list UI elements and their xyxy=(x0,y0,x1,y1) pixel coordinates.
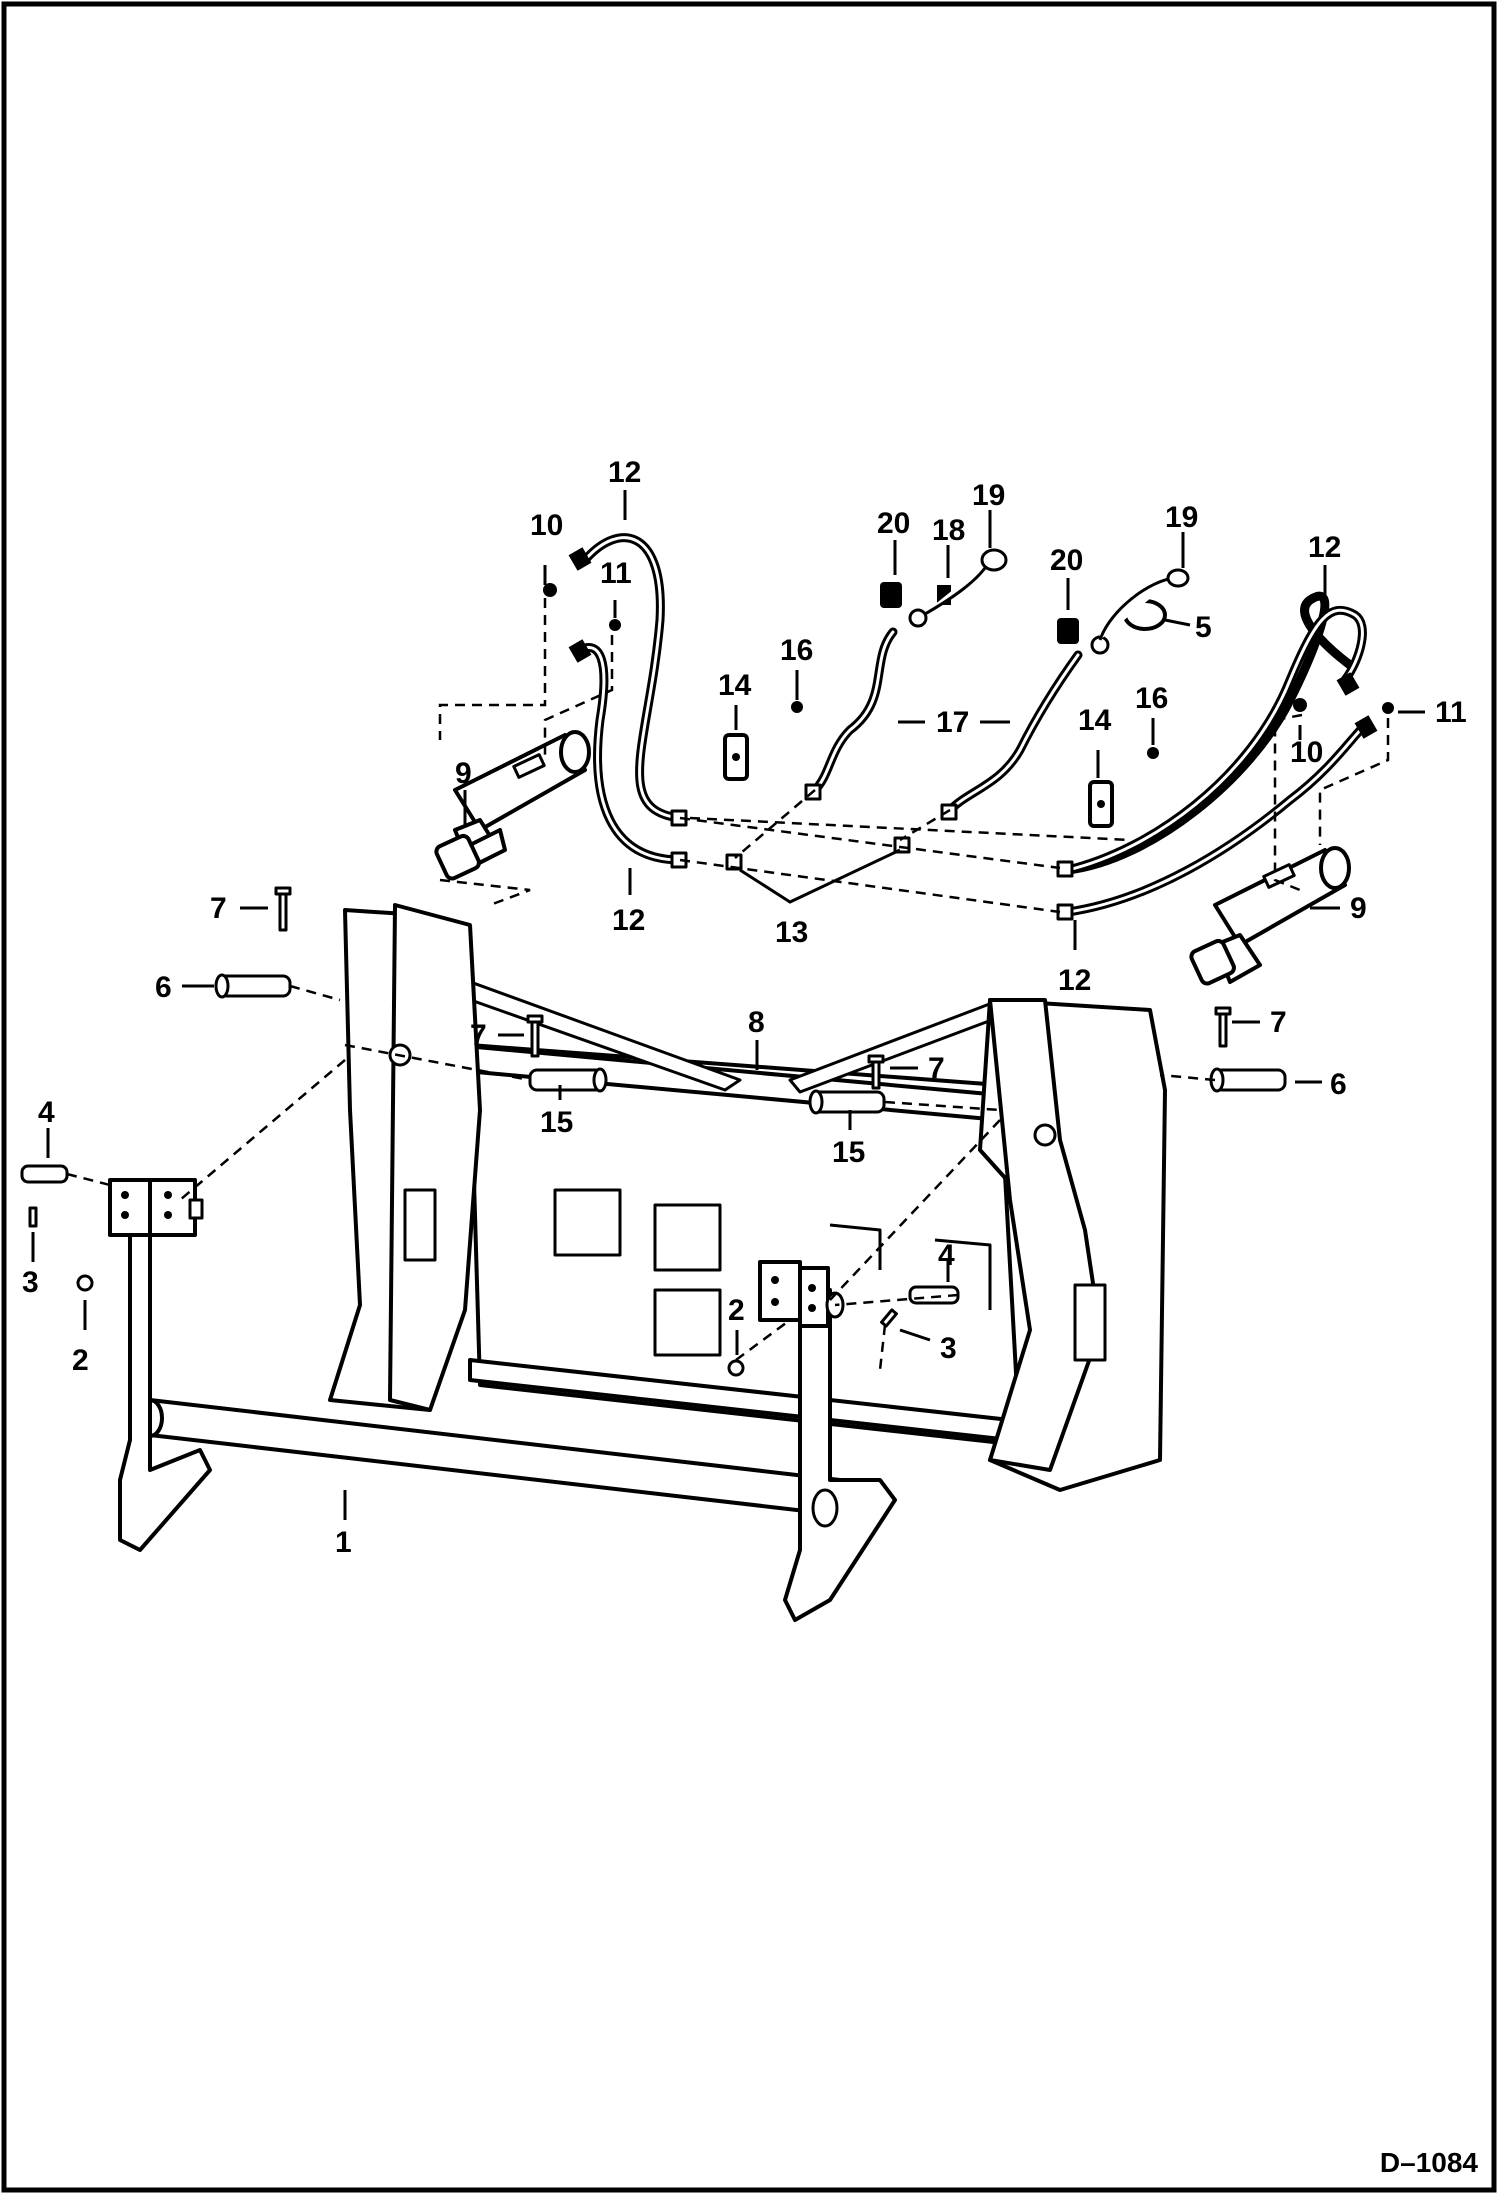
callout-11-right: 11 xyxy=(1435,696,1467,729)
callout-15-left: 15 xyxy=(540,1106,573,1139)
callout-17: 17 xyxy=(936,706,969,739)
callout-19-right: 19 xyxy=(1165,501,1198,534)
callout-12-top-left: 12 xyxy=(608,456,641,489)
callout-3-left: 3 xyxy=(22,1266,39,1299)
callout-12-bottom-left: 12 xyxy=(612,904,645,937)
callout-7-b: 7 xyxy=(470,1019,487,1052)
callout-13: 13 xyxy=(775,916,808,949)
callout-9-left: 9 xyxy=(455,757,472,790)
callout-12-bottom-right: 12 xyxy=(1058,964,1091,997)
callout-4-left: 4 xyxy=(38,1096,55,1129)
callout-4-right: 4 xyxy=(938,1239,955,1272)
callout-20-right: 20 xyxy=(1050,544,1083,577)
drawing-code: D–1084 xyxy=(1380,2147,1479,2178)
callout-16-left: 16 xyxy=(780,634,813,667)
callout-20-left: 20 xyxy=(877,507,910,540)
callout-2-right: 2 xyxy=(728,1294,745,1327)
callout-7-d: 7 xyxy=(1270,1006,1287,1039)
callout-6-left: 6 xyxy=(155,971,172,1004)
callout-12-top-right: 12 xyxy=(1308,531,1341,564)
callout-3-right: 3 xyxy=(940,1332,957,1365)
callout-14-right: 14 xyxy=(1078,704,1112,737)
callout-6-right: 6 xyxy=(1330,1068,1347,1101)
callout-8: 8 xyxy=(748,1006,765,1039)
callout-2-left: 2 xyxy=(72,1344,89,1377)
callout-5: 5 xyxy=(1195,611,1212,644)
callout-1: 1 xyxy=(335,1526,352,1559)
callout-15-right: 15 xyxy=(832,1136,865,1169)
leader-lines xyxy=(31,490,1425,1520)
cylinder-right xyxy=(1189,846,1351,986)
callout-19-left: 19 xyxy=(972,479,1005,512)
callout-10-right: 10 xyxy=(1290,736,1323,769)
couplers xyxy=(543,548,1394,871)
bottom-bar-assembly xyxy=(108,1178,897,1622)
callout-labels: 1 2 2 3 3 4 4 5 6 6 7 7 7 7 8 9 9 10 10 … xyxy=(22,456,1467,1559)
pins-and-bolts xyxy=(20,886,1287,1377)
callout-11-left: 11 xyxy=(600,557,632,590)
main-frame xyxy=(328,903,1167,1492)
callout-7-c: 7 xyxy=(928,1052,945,1085)
assembly-lines xyxy=(66,598,1390,1371)
callout-14-left: 14 xyxy=(718,669,752,702)
callout-9-right: 9 xyxy=(1350,892,1367,925)
cylinder-left xyxy=(434,730,591,881)
callout-7-a: 7 xyxy=(210,892,227,925)
callout-10-left: 10 xyxy=(530,509,563,542)
callout-16-right: 16 xyxy=(1135,682,1168,715)
hoses xyxy=(568,533,1378,921)
callout-18: 18 xyxy=(932,514,965,547)
